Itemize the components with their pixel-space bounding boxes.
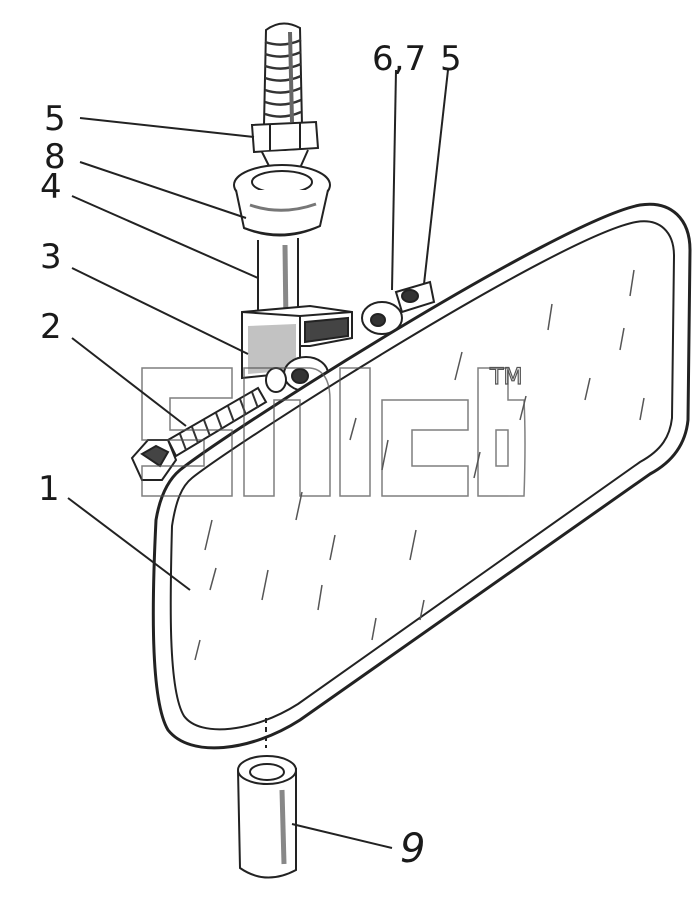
- mirror-1: [151, 202, 692, 750]
- callout-2: 2: [40, 307, 62, 347]
- glass-hatching: [194, 269, 645, 661]
- cone-washer-8: [233, 164, 331, 237]
- callout-1: 1: [38, 469, 60, 509]
- bracket-3: [241, 304, 353, 380]
- threaded-rod: [262, 22, 304, 126]
- callout-5-left: 5: [44, 99, 66, 139]
- watermark-logo: [141, 367, 526, 497]
- callout-5-right: 5: [440, 39, 462, 79]
- callout-3: 3: [40, 237, 62, 277]
- callout-9: 9: [400, 826, 425, 872]
- mirror-glass: [169, 220, 676, 731]
- leader-lines: [67, 69, 449, 849]
- hex-nut-5: [250, 120, 320, 191]
- sleeve-9: [237, 755, 297, 879]
- mount-clips: [265, 280, 436, 393]
- callout-6-7: 6,7: [372, 39, 426, 79]
- adjusting-screw-2: [130, 386, 268, 481]
- trademark-mark: TM: [489, 365, 522, 390]
- callout-4: 4: [40, 167, 62, 207]
- callout-8: 8: [44, 137, 66, 177]
